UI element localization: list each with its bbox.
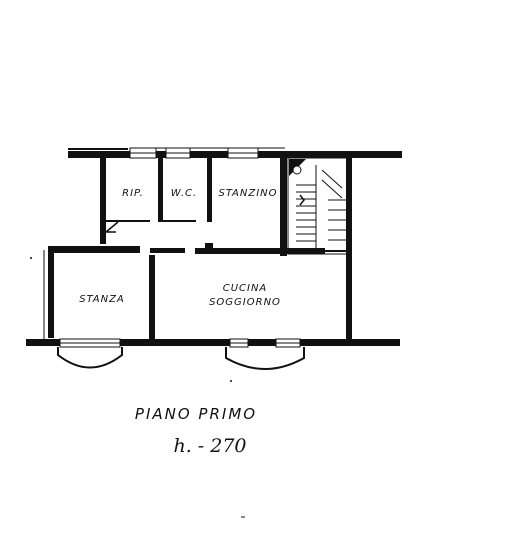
window-stanza <box>57 338 123 369</box>
door-rip <box>105 221 119 233</box>
wall-rip-wc <box>158 156 163 222</box>
wall-stanzino-right <box>280 156 287 256</box>
wall-mid-centre <box>150 248 185 253</box>
window-top-2 <box>165 147 191 159</box>
mark-left <box>30 257 32 259</box>
wall-mid-left <box>50 246 140 253</box>
wall-upper-left <box>100 156 106 244</box>
wall-stanza-cucina <box>149 255 155 340</box>
room-label-wc: W.C. <box>171 188 197 199</box>
window-cucina <box>225 338 305 370</box>
window-top-1 <box>129 147 157 159</box>
window-top-3 <box>227 147 259 159</box>
wall-mid-stub <box>205 243 213 248</box>
room-label-cucina: CUCINA <box>223 283 268 294</box>
room-label-rip: RIP. <box>122 188 144 199</box>
wall-stair-right <box>346 158 352 344</box>
room-label-stanzino: STANZINO <box>218 188 277 199</box>
wall-left <box>48 246 54 338</box>
mark-centre <box>230 380 232 382</box>
plan-title: PIANO PRIMO <box>135 405 257 423</box>
room-label-soggiorno: SOGGIORNO <box>209 297 281 308</box>
ceiling-height: h. - 270 <box>173 435 246 457</box>
room-label-stanza: STANZA <box>79 294 125 305</box>
wall-mid-right <box>195 248 325 254</box>
staircase <box>287 157 349 255</box>
wall-wc-stanzino <box>207 156 212 222</box>
